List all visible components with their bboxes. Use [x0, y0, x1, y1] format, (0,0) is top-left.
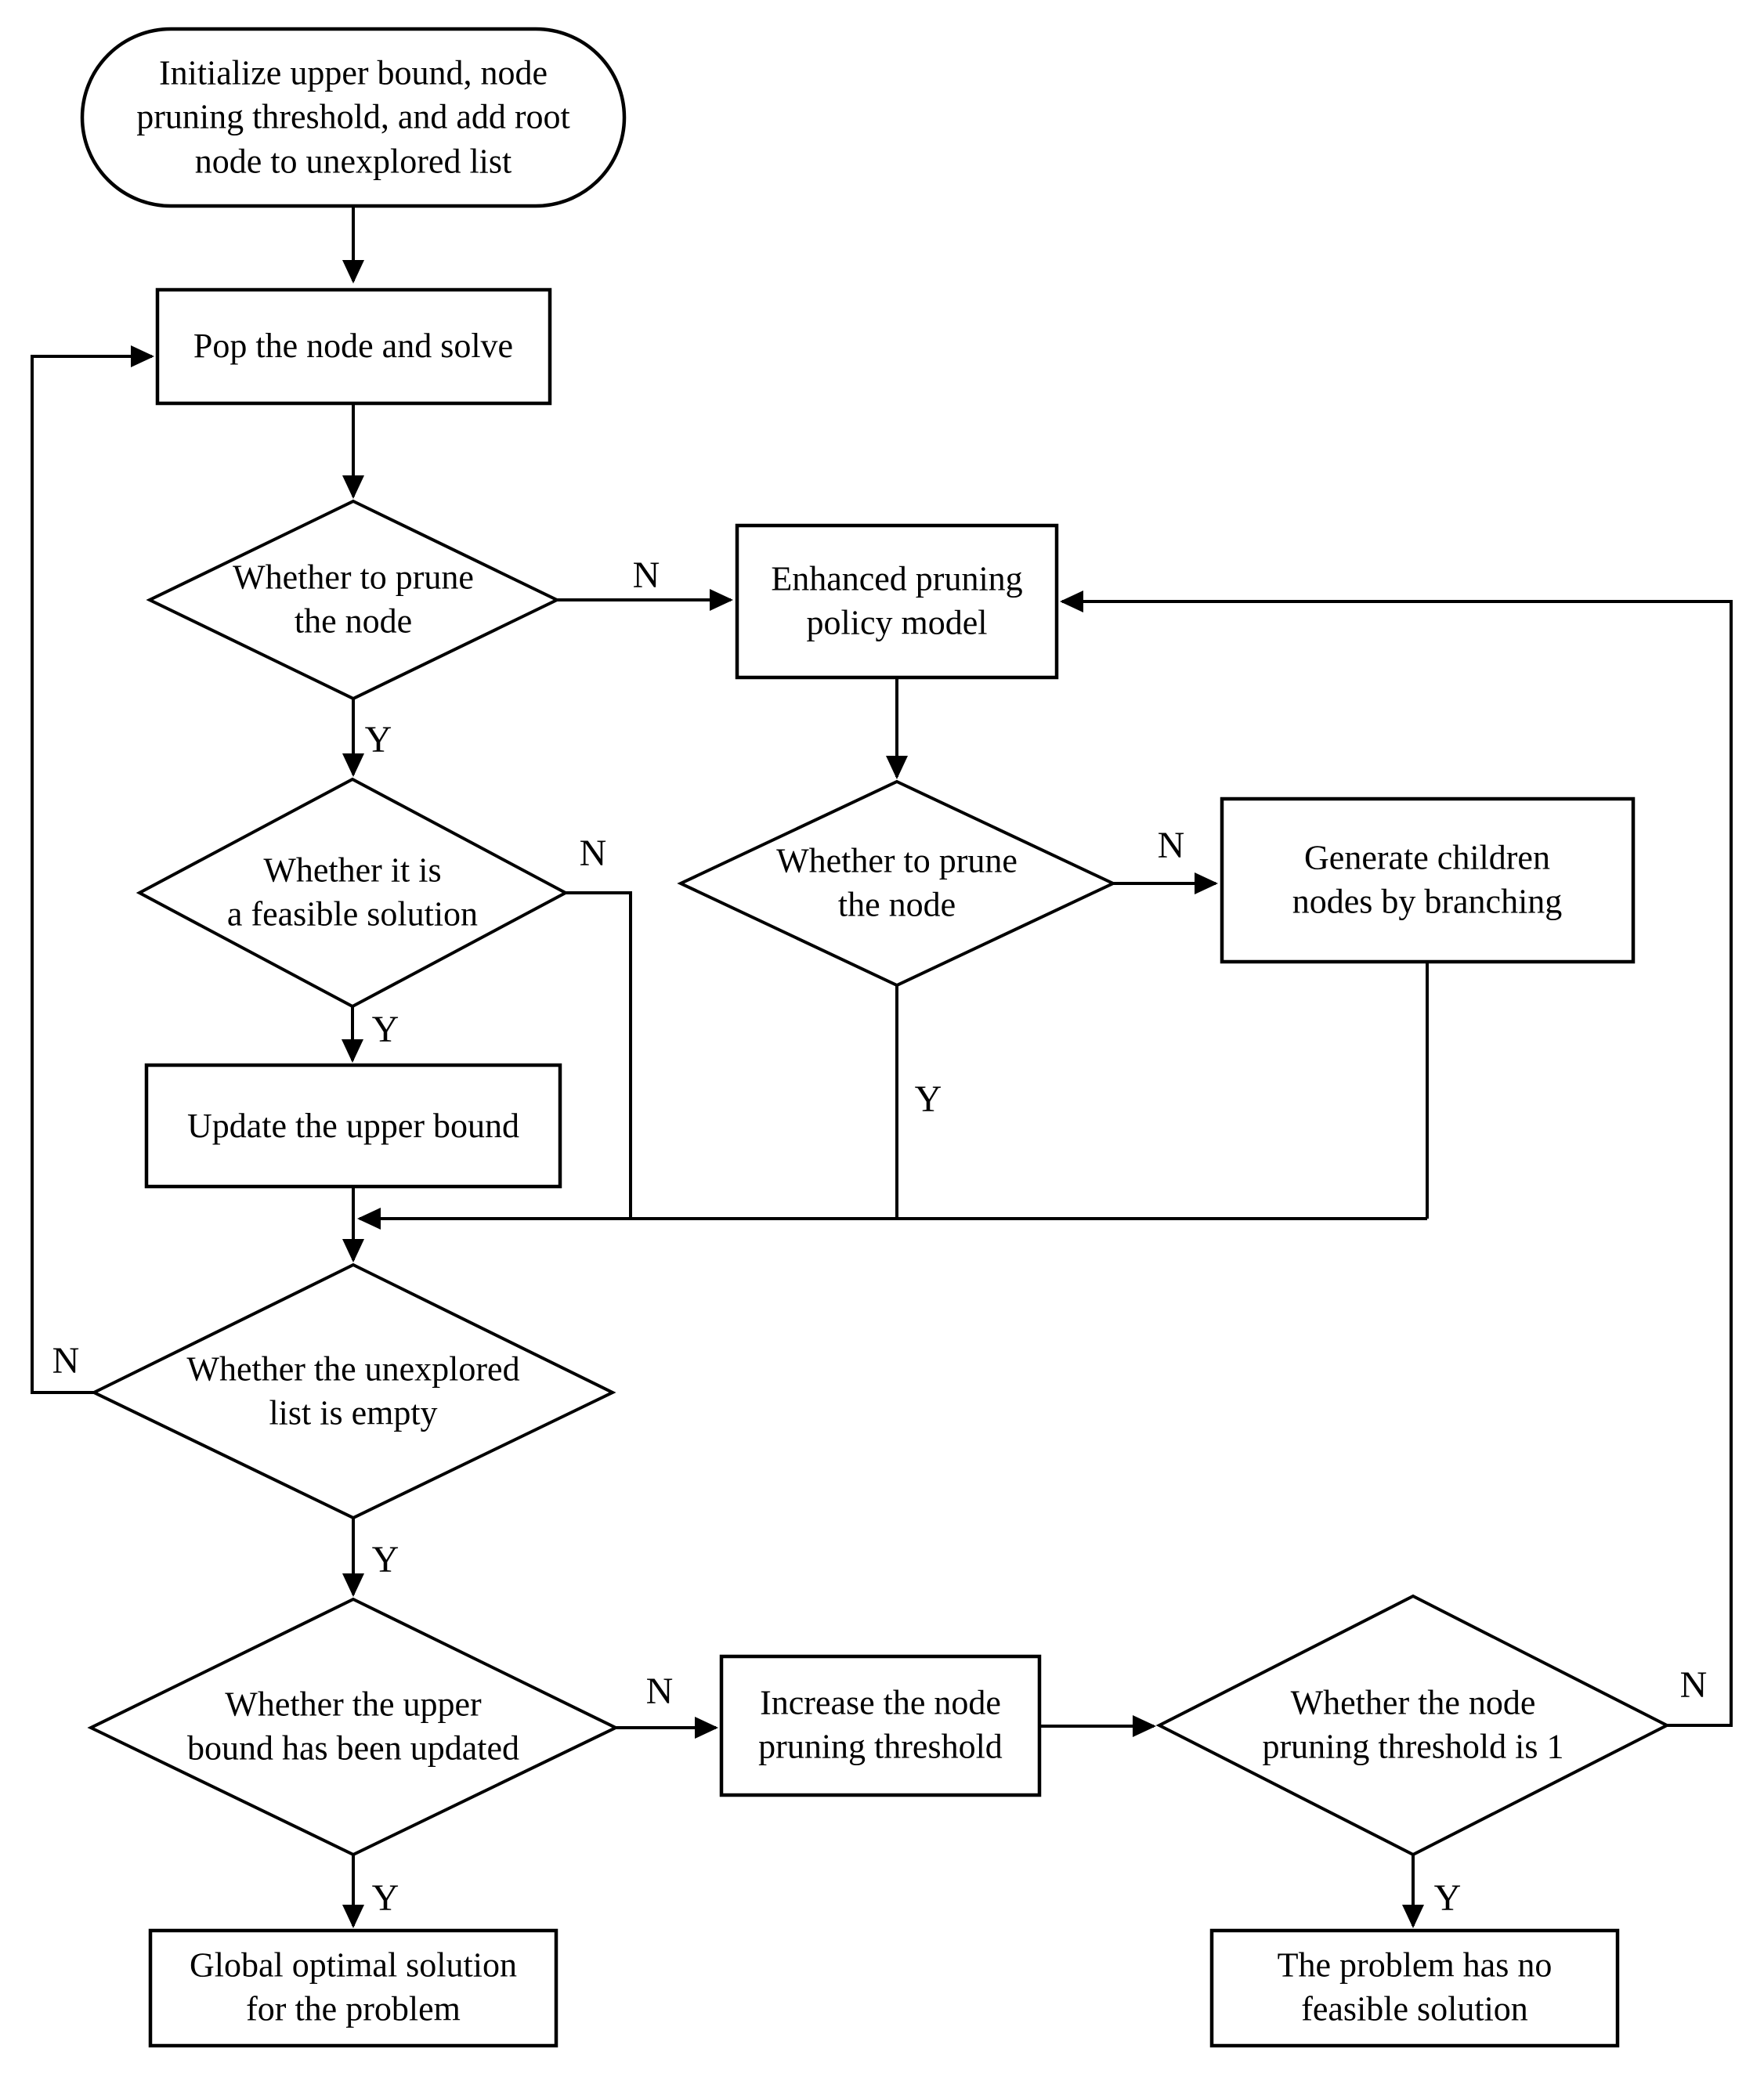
increase-threshold-box: [719, 1654, 1042, 1797]
branch-label-feasible-yes: Y: [371, 1009, 399, 1050]
branch-label-prune2-no: N: [1157, 825, 1185, 866]
branch-label-prune1-no: N: [632, 554, 660, 596]
branch-label-feasible-no: N: [579, 833, 607, 874]
edge-unexplored-no-loop-to-pop: [31, 345, 154, 1394]
global-optimal-label: Global optimal solution for the problem: [190, 1945, 517, 2028]
increase-threshold-label: Increase the node pruning threshold: [758, 1683, 1003, 1766]
prune-decision-1-label: Whether to prune the node: [233, 558, 474, 641]
prune-decision-2-label: Whether to prune the node: [776, 841, 1018, 924]
branch-label-threshold-yes: Y: [1433, 1877, 1462, 1919]
pop-node-box: [155, 287, 552, 406]
no-feasible-label: The problem has no feasible solution: [1277, 1945, 1553, 2028]
generate-children-label: Generate children nodes by branching: [1292, 838, 1563, 921]
update-bound-label: Update the upper bound: [187, 1106, 519, 1145]
edge-threshold-no-loop-to-enhanced: [1060, 591, 1733, 1727]
edge-feasible-no-down: [566, 891, 632, 1219]
branch-label-prune2-yes: Y: [914, 1078, 942, 1120]
generate-children-box: [1220, 796, 1636, 964]
branch-label-updated-no: N: [645, 1671, 674, 1712]
update-bound-box: [144, 1063, 562, 1189]
enhanced-policy-box: [735, 523, 1059, 680]
enhanced-policy-label: Enhanced pruning policy model: [771, 559, 1023, 642]
threshold-is-1-label: Whether the node pruning threshold is 1: [1262, 1683, 1564, 1766]
branch-label-unexplored-yes: Y: [371, 1539, 399, 1580]
branch-label-prune1-yes: Y: [364, 719, 392, 760]
no-feasible-box: [1209, 1928, 1620, 2048]
global-optimal-box: [148, 1928, 558, 2048]
branch-label-threshold-no: N: [1679, 1664, 1708, 1706]
bound-updated-label: Whether the upper bound has been updated: [187, 1685, 519, 1768]
unexplored-empty-label: Whether the unexplored list is empty: [186, 1349, 520, 1432]
pop-node-label: Pop the node and solve: [193, 326, 514, 365]
branch-label-updated-yes: Y: [371, 1877, 399, 1919]
branch-label-unexplored-no: N: [52, 1340, 80, 1382]
feasible-decision-label: Whether it is a feasible solution: [226, 851, 479, 934]
start-terminator-label: Initialize upper bound, node pruning thr…: [136, 53, 570, 181]
